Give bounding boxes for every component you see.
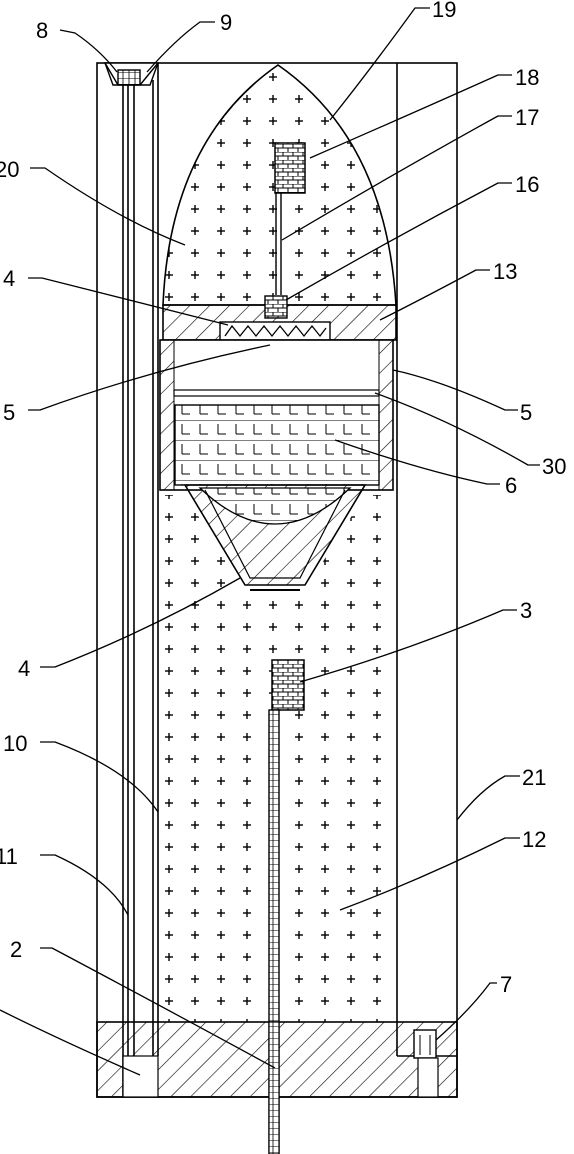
label-4-bottom: 4 <box>18 656 30 681</box>
label-21: 21 <box>522 765 546 790</box>
block-18 <box>274 142 306 194</box>
label-20: 20 <box>0 157 19 182</box>
nozzle-top <box>104 62 159 86</box>
label-30: 30 <box>542 454 566 479</box>
label-2: 2 <box>10 937 22 962</box>
block-16 <box>264 295 288 319</box>
charge-6 <box>174 404 380 486</box>
spring <box>224 324 327 338</box>
valve-7 <box>413 1029 437 1059</box>
label-9: 9 <box>220 10 232 35</box>
label-3: 3 <box>520 598 532 623</box>
label-8: 8 <box>36 18 48 43</box>
label-19: 19 <box>432 0 456 22</box>
label-18: 18 <box>515 65 539 90</box>
label-13: 13 <box>493 259 517 284</box>
label-5-right: 5 <box>520 400 532 425</box>
label-4-top: 4 <box>3 266 15 291</box>
label-10: 10 <box>3 731 27 756</box>
label-17: 17 <box>515 105 539 130</box>
block-3 <box>271 659 305 711</box>
label-11: 11 <box>0 844 18 869</box>
label-6: 6 <box>505 473 517 498</box>
main-fill-12 <box>165 495 395 1022</box>
label-7: 7 <box>500 972 512 997</box>
label-16: 16 <box>515 172 539 197</box>
label-5-left: 5 <box>3 400 15 425</box>
rod-2 <box>268 709 280 1154</box>
label-12: 12 <box>522 827 546 852</box>
leader-lines <box>0 7 540 1076</box>
